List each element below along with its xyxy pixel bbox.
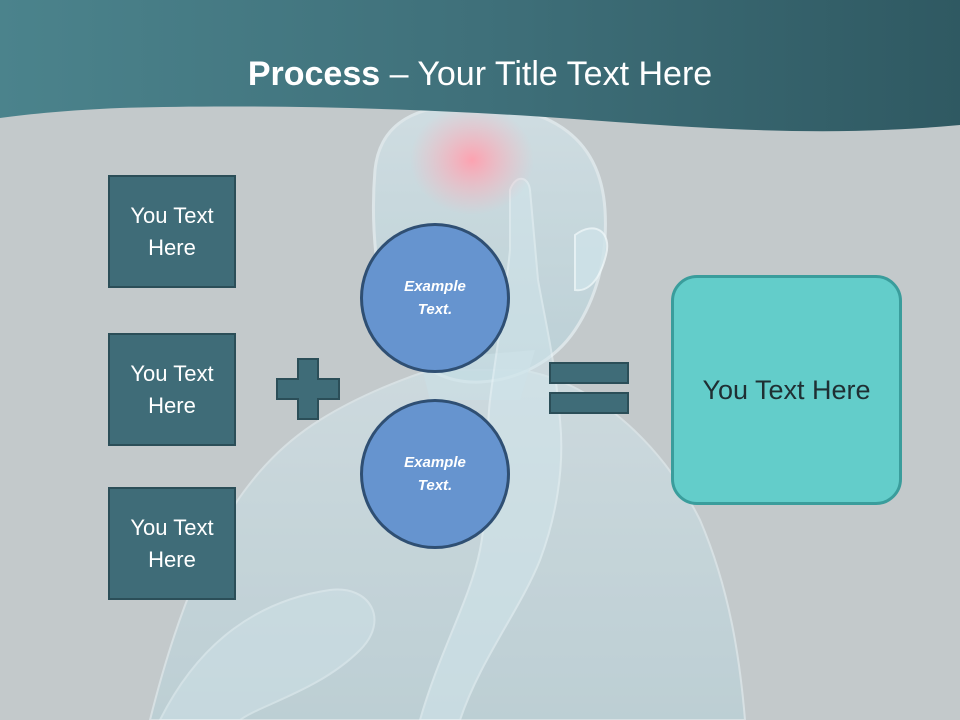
slide-title: Process – Your Title Text Here [0,52,960,96]
text-box-3-label: You Text Here [130,514,214,572]
header-banner [0,0,960,132]
text-box-2: You Text Here [108,333,236,446]
result-box: You Text Here [671,275,902,505]
example-circle-1: Example Text. [360,223,510,373]
result-box-label: You Text Here [702,374,871,405]
title-bold: Process [247,55,381,93]
example-circle-1-label: Example Text. [404,278,466,318]
text-box-1-label: You Text Here [130,202,214,260]
example-circle-2: Example Text. [360,399,510,549]
equals-icon [549,362,629,414]
text-box-3: You Text Here [108,487,236,600]
text-box-1: You Text Here [108,175,236,288]
example-circle-2-label: Example Text. [404,454,466,494]
title-rest: – Your Title Text Here [380,55,713,93]
text-box-2-label: You Text Here [130,360,214,418]
plus-icon [276,358,340,420]
